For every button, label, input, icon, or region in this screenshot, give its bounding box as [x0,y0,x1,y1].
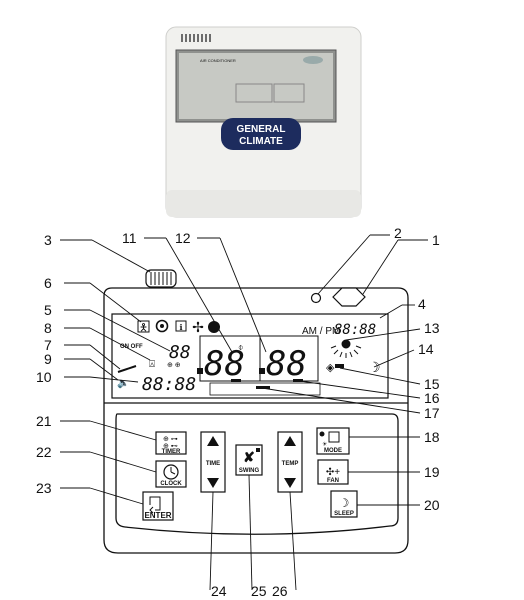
indicator-lamp-icon [310,292,322,304]
svg-text:TEMP: TEMP [282,461,299,467]
small-digits: 88 [169,342,191,363]
fan-speed-bar-high [293,379,303,382]
svg-text:⊕ ⊷: ⊕ ⊷ [163,443,178,450]
svg-text:✘: ✘ [243,449,255,465]
clock-digits: 88:88 [334,322,376,338]
remote-photo: AIR CONDITIONER GENERAL CLIMATE [165,26,362,218]
swing-button[interactable]: ✘ SWING [235,444,263,476]
fan-mode-icon: ✢ [192,319,204,335]
svg-text:ℹ: ℹ [179,323,182,332]
svg-text:☀: ☀ [322,441,327,448]
callout-9: 9 [44,351,52,367]
vent-icon [145,269,177,288]
on-off-caption: ON OFF [120,344,143,350]
callout-23: 23 [36,480,52,496]
clock-button[interactable]: CLOCK [155,460,187,488]
svg-text:GENERAL: GENERAL [237,124,286,135]
callout-10: 10 [36,369,52,385]
callout-2: 2 [394,225,402,241]
enter-button[interactable]: ENTER [142,491,174,521]
svg-text:TIMER: TIMER [162,449,181,455]
swing-indicator-icon [117,365,137,373]
signal-icon: ◈ [326,362,335,374]
callout-3: 3 [44,232,52,248]
svg-text:MODE: MODE [324,448,342,454]
mode-button[interactable]: ☀ MODE [316,427,350,455]
callout-24: 24 [211,583,227,599]
callout-21: 21 [36,413,52,429]
timer-onoff-icons: ⊕ ⊕ [167,362,181,369]
callout-4: 4 [418,296,426,312]
svg-text:🯅: 🯅 [139,323,148,334]
callout-16: 16 [424,390,440,406]
time-button[interactable]: TIME [200,431,226,493]
callout-26: 26 [272,583,288,599]
ampm-label: AM / PM [302,326,340,337]
callout-1: 1 [432,232,440,248]
sleep-button[interactable]: ☽ SLEEP [330,490,358,518]
callout-25: 25 [251,583,267,599]
svg-text:FAN: FAN [327,478,339,484]
bell-icon: ⍓ [149,359,155,370]
lcd-screen: 🯅 ℹ ✢ AM / PM 88:88 ON OFF 88 ⍓ ⊕ ⊕ 🔈 88… [111,313,389,399]
svg-text:SWING: SWING [239,468,260,474]
timer-digits: 88:88 [142,374,196,395]
callout-labels: 1 2 3 4 5 6 7 8 9 10 11 12 13 14 15 16 1… [36,225,440,599]
thermometer-icon: ⌽ [238,342,243,352]
receiver-window-icon [332,287,366,307]
fan-button[interactable]: ✣+ FAN [317,459,349,485]
svg-text:SLEEP: SLEEP [334,511,354,517]
set-temp-digits: 88 [266,344,307,384]
sun-icon [330,339,362,358]
leader-lines [60,234,428,591]
callout-6: 6 [44,275,52,291]
dry-mode-icon: ℹ [175,320,187,332]
callout-11: 11 [122,230,137,246]
callout-13: 13 [424,320,440,336]
svg-text:CLOCK: CLOCK [160,481,182,487]
auto-mode-icon [155,319,169,333]
temp-button[interactable]: TEMP [277,431,303,493]
photo-lcd-caption: AIR CONDITIONER [200,58,236,63]
svg-text:TIME: TIME [206,461,220,467]
brand-logo: GENERAL CLIMATE [221,118,301,150]
timer-button[interactable]: ⊕ ⊶ ⊕ ⊷ TIMER [155,431,187,455]
callout-5: 5 [44,302,52,318]
svg-text:☽: ☽ [339,496,350,510]
heat-mode-icon [208,321,220,333]
callout-17: 17 [424,405,440,421]
vent-grille [181,34,211,42]
callout-8: 8 [44,320,52,336]
room-temp-digits: 88 [204,344,245,384]
svg-text:CLIMATE: CLIMATE [239,136,283,147]
callout-22: 22 [36,444,52,460]
callout-15: 15 [424,376,440,392]
callout-18: 18 [424,429,440,445]
callout-7: 7 [44,337,52,353]
svg-text:⊕ ⊶: ⊕ ⊶ [163,436,178,443]
callout-19: 19 [424,464,440,480]
speaker-icon: 🔈 [117,378,129,389]
photo-sensor [303,56,323,64]
svg-text:✣+: ✣+ [326,467,340,478]
fan-speed-bar-low [231,379,241,382]
callout-14: 14 [418,341,434,357]
person-icon: 🯅 [137,320,150,334]
callout-12: 12 [175,230,191,246]
fan-speed-bar-mid [256,386,270,389]
callout-20: 20 [424,497,440,513]
svg-text:ENTER: ENTER [144,511,171,520]
